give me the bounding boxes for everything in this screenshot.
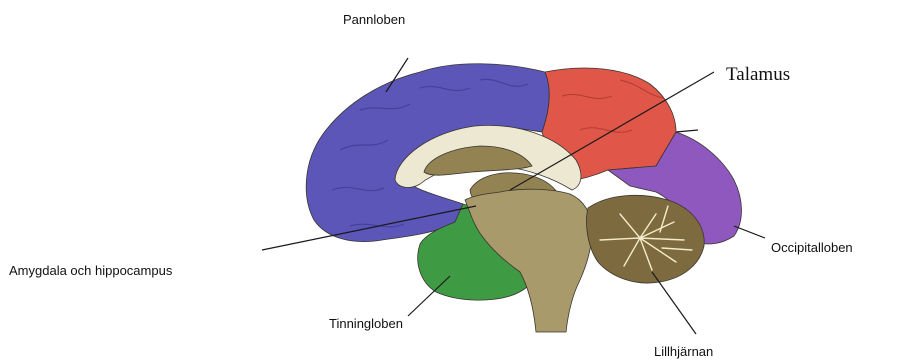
label-pannloben: Pannloben — [343, 12, 405, 27]
label-tinningloben: Tinningloben — [329, 316, 403, 331]
label-occipitalloben: Occipitalloben — [771, 240, 853, 255]
label-lillhjarnan: Lillhjärnan — [654, 344, 713, 359]
label-amygdala-hippocampus: Amygdala och hippocampus — [9, 263, 172, 278]
label-talamus: Talamus — [726, 64, 790, 85]
leader-lillhjarnan — [652, 272, 696, 334]
leader-occipital — [734, 226, 765, 238]
leader-parietal — [676, 130, 698, 132]
